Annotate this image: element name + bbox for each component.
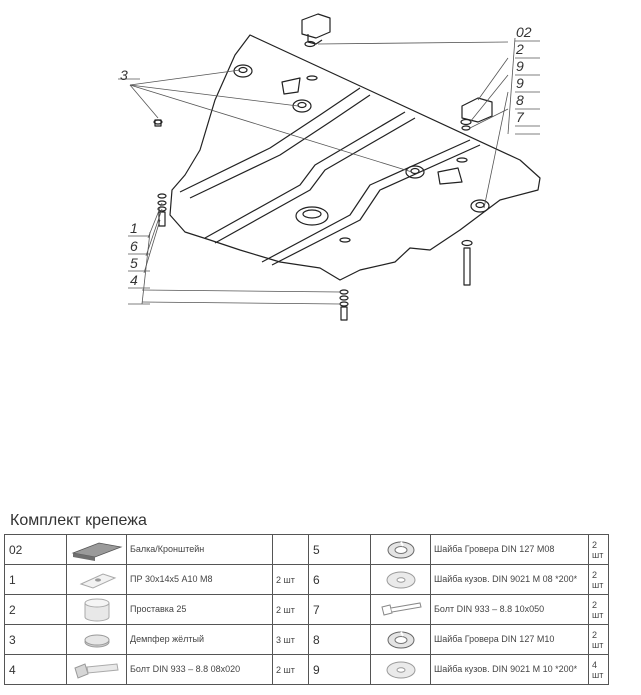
part-name: Шайба кузов. DIN 9021 M 08 *200* xyxy=(430,564,589,595)
callout-right-3: 9 xyxy=(516,58,524,74)
part-number: 5 xyxy=(308,534,371,565)
spring-washer-icon xyxy=(370,624,431,655)
part-qty: 2 шт xyxy=(272,594,309,625)
part-name: Болт DIN 933 – 8.8 08х020 xyxy=(126,654,273,685)
table-row: 3 Демпфер жёлтый 3 шт 8 Шайба Гровера DI… xyxy=(4,624,609,655)
table-row: 1 ПР 30х14х5 А10 М8 2 шт 6 Шайба кузов. … xyxy=(4,564,609,595)
part-qty: 3 шт xyxy=(272,624,309,655)
part-qty: 2 шт xyxy=(588,534,609,565)
part-qty xyxy=(272,534,309,565)
callout-right-6: 7 xyxy=(516,109,525,125)
spring-washer-icon xyxy=(370,534,431,565)
part-number: 7 xyxy=(308,594,371,625)
plate-icon xyxy=(66,564,127,595)
bracket-top xyxy=(301,13,331,39)
table-row: 02 Балка/Кронштейн 5 Шайба Гровера DIN 1… xyxy=(4,534,609,565)
part-name: Демпфер жёлтый xyxy=(126,624,273,655)
table-row: 4 Болт DIN 933 – 8.8 08х020 2 шт 9 Шайба… xyxy=(4,654,609,685)
damper-icon xyxy=(66,624,127,655)
callout-left-bottom-3: 5 xyxy=(130,255,138,271)
table-row: 2 Проставка 25 2 шт 7 Болт DIN 933 – 8.8… xyxy=(4,594,609,625)
part-qty: 2 шт xyxy=(588,564,609,595)
body-washer-icon xyxy=(370,564,431,595)
part-qty: 2 шт xyxy=(588,594,609,625)
part-name: Шайба Гровера DIN 127 M10 xyxy=(430,624,589,655)
part-qty: 2 шт xyxy=(272,654,309,685)
plate-outline xyxy=(169,34,541,281)
callout-left-top-3: 3 xyxy=(120,67,128,83)
callout-left-bottom-4: 4 xyxy=(130,272,138,288)
part-number: 2 xyxy=(4,594,67,625)
part-qty: 2 шт xyxy=(272,564,309,595)
part-number: 1 xyxy=(4,564,67,595)
callout-right-5: 8 xyxy=(516,92,524,108)
bolt-outline-icon xyxy=(370,594,431,625)
callout-left-bottom-1: 1 xyxy=(130,220,138,236)
part-number: 3 xyxy=(4,624,67,655)
callout-left-bottom-2: 6 xyxy=(130,238,138,254)
bracket-beam-icon xyxy=(66,534,127,565)
part-number: 9 xyxy=(308,654,371,685)
part-name: Болт DIN 933 – 8.8 10х050 xyxy=(430,594,589,625)
body-washer-icon xyxy=(370,654,431,685)
part-name: Шайба Гровера DIN 127 M08 xyxy=(430,534,589,565)
part-number: 02 xyxy=(4,534,67,565)
callout-right-2: 2 xyxy=(515,41,524,57)
part-number: 6 xyxy=(308,564,371,595)
spacer-icon xyxy=(66,594,127,625)
part-name: Балка/Кронштейн xyxy=(126,534,273,565)
part-name: Шайба кузов. DIN 9021 M 10 *200* xyxy=(430,654,589,685)
assembly-drawing: 3 02 2 9 9 8 7 1 6 5 4 xyxy=(0,0,641,340)
parts-table: 02 Балка/Кронштейн 5 Шайба Гровера DIN 1… xyxy=(4,534,609,685)
skid-plate-drawing: 3 02 2 9 9 8 7 1 6 5 4 xyxy=(118,13,541,321)
bolt-icon xyxy=(66,654,127,685)
part-number: 8 xyxy=(308,624,371,655)
part-number: 4 xyxy=(4,654,67,685)
part-name: ПР 30х14х5 А10 М8 xyxy=(126,564,273,595)
bracket-right xyxy=(461,97,493,123)
callout-right-1: 02 xyxy=(516,24,532,40)
part-name: Проставка 25 xyxy=(126,594,273,625)
kit-title: Комплект крепежа xyxy=(10,512,147,529)
part-qty: 2 шт xyxy=(588,624,609,655)
part-qty: 4 шт xyxy=(588,654,609,685)
callout-right-4: 9 xyxy=(516,75,524,91)
